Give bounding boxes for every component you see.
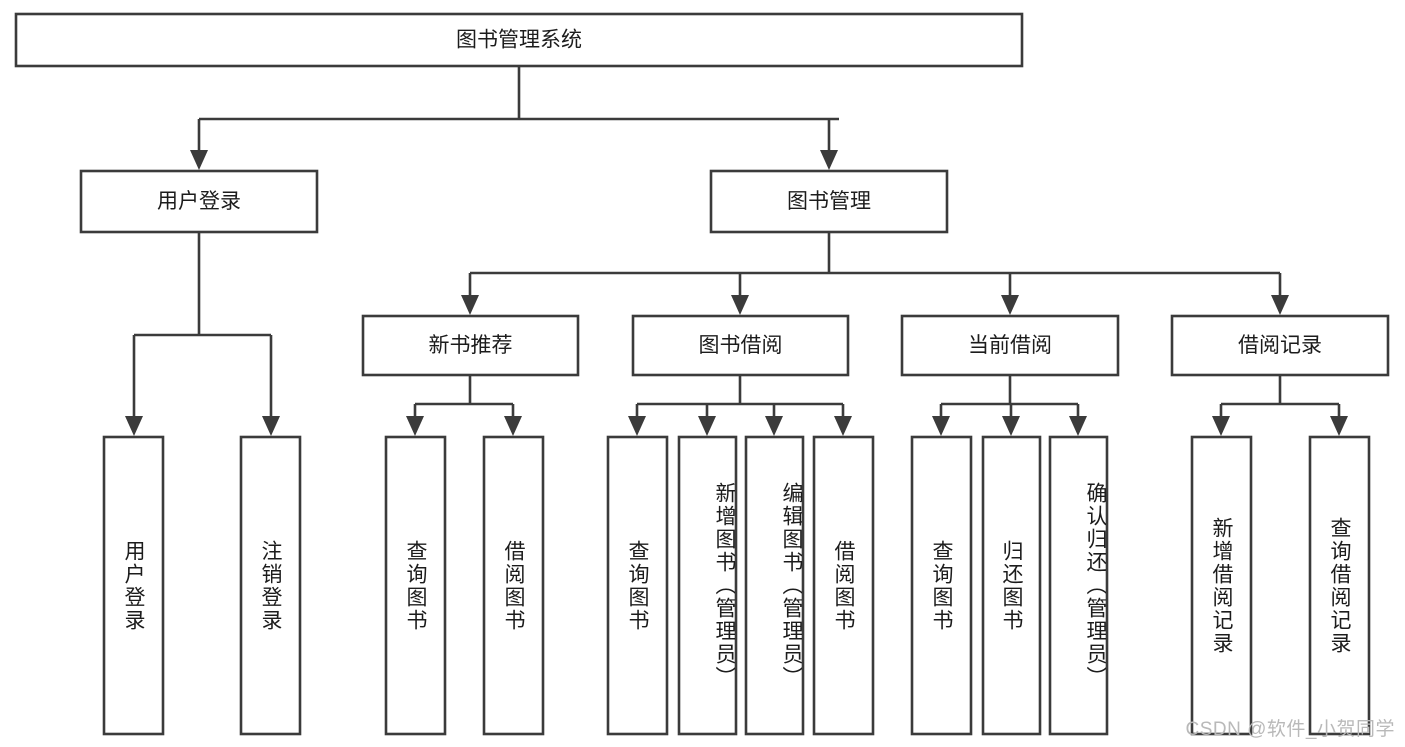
arrow-to-borrow-record (1271, 295, 1289, 315)
node-current-borrow[interactable]: 当前借阅 (900, 314, 1120, 377)
node-box (677, 435, 738, 736)
node-borrow-record[interactable]: 借阅记录 (1170, 314, 1390, 377)
node-root: 图书管理系统 (14, 12, 1024, 68)
arrow-to-book-manage (820, 150, 838, 170)
node-box (900, 314, 1120, 377)
node-box (606, 435, 669, 736)
arrow-rcd-2 (1330, 416, 1348, 436)
node-label: 图书借阅 (699, 334, 783, 357)
arrow-to-leaf-user-logout (262, 416, 280, 436)
node-box (384, 435, 447, 736)
leaf-label-wrap: 归还图书 (1000, 539, 1023, 632)
arrowheads (125, 150, 1348, 436)
arrow-to-new-book-rec (461, 295, 479, 315)
arrow-borrow-2 (698, 416, 716, 436)
node-book-manage[interactable]: 图书管理 (709, 169, 949, 234)
node-label: 当前借阅 (968, 334, 1052, 357)
node-box (482, 435, 545, 736)
leaf-label-wrap: 新增借阅记录 (1210, 516, 1233, 655)
leaf-label-wrap: 查询图书 (626, 539, 649, 632)
node-new-book-rec[interactable]: 新书推荐 (361, 314, 580, 377)
leaf-label: 用户登录 (122, 539, 145, 632)
leaf-label: 新增图书（管理员） (713, 482, 735, 689)
node-box (631, 314, 850, 377)
leaf-node-leaf-borrow-query-book[interactable]: 查询图书 (606, 435, 669, 736)
leaf-label-wrap: 借阅图书 (502, 539, 525, 632)
leaf-label: 新增借阅记录 (1210, 516, 1233, 655)
leaf-node-leaf-add-borrow-record[interactable]: 新增借阅记录 (1190, 435, 1253, 736)
leaf-label-wrap: 新增图书（管理员） (713, 482, 735, 689)
node-box (709, 169, 949, 234)
node-box (812, 435, 875, 736)
leaf-node-leaf-user-login[interactable]: 用户登录 (102, 435, 165, 736)
leaf-node-leaf-user-logout[interactable]: 注销登录 (239, 435, 302, 736)
arrow-rec-1 (406, 416, 424, 436)
leaf-label-wrap: 确认归还（管理员） (1084, 482, 1106, 689)
node-label: 新书推荐 (429, 334, 513, 357)
leaf-node-leaf-borrow-book[interactable]: 借阅图书 (812, 435, 875, 736)
leaf-node-leaf-rec-query-book[interactable]: 查询图书 (384, 435, 447, 736)
node-box (79, 169, 319, 234)
leaf-label: 借阅图书 (502, 539, 525, 632)
node-label: 图书管理 (787, 190, 871, 213)
arrow-to-current-borrow (1001, 295, 1019, 315)
leaf-label-wrap: 查询图书 (930, 539, 953, 632)
leaf-label: 查询借阅记录 (1328, 516, 1351, 655)
arrow-cur-2 (1002, 416, 1020, 436)
leaf-label: 归还图书 (1000, 539, 1023, 632)
arrow-borrow-4 (834, 416, 852, 436)
leaf-node-leaf-query-borrow-record[interactable]: 查询借阅记录 (1308, 435, 1371, 736)
leaf-label: 注销登录 (259, 539, 282, 632)
node-label: 用户登录 (157, 190, 241, 213)
arrow-to-leaf-user-login (125, 416, 143, 436)
leaf-label: 查询图书 (930, 539, 953, 632)
arrow-borrow-1 (628, 416, 646, 436)
arrow-rcd-1 (1212, 416, 1230, 436)
arrow-to-user-login (190, 150, 208, 170)
leaf-label-wrap: 查询图书 (404, 539, 427, 632)
leaf-label: 查询图书 (626, 539, 649, 632)
leaf-label-wrap: 借阅图书 (832, 539, 855, 632)
leaf-label-wrap: 编辑图书（管理员） (780, 482, 802, 689)
leaf-node-leaf-add-book-admin[interactable]: 新增图书（管理员） (677, 435, 738, 736)
diagram-nodes: 图书管理系统用户登录图书管理新书推荐图书借阅当前借阅借阅记录用户登录注销登录查询… (14, 12, 1390, 736)
node-box (1048, 435, 1109, 736)
arrow-cur-3 (1069, 416, 1087, 436)
leaf-node-leaf-confirm-return-admin[interactable]: 确认归还（管理员） (1048, 435, 1109, 736)
arrow-to-book-borrow (731, 295, 749, 315)
leaf-node-leaf-cur-query-book[interactable]: 查询图书 (910, 435, 973, 736)
node-box (910, 435, 973, 736)
leaf-label: 编辑图书（管理员） (780, 482, 802, 689)
node-label: 借阅记录 (1238, 334, 1322, 357)
node-label: 图书管理系统 (456, 29, 582, 52)
arrow-rec-2 (504, 416, 522, 436)
node-box (1170, 314, 1390, 377)
node-box (14, 12, 1024, 68)
arrow-cur-1 (932, 416, 950, 436)
node-box (1308, 435, 1371, 736)
leaf-node-leaf-rec-borrow-book[interactable]: 借阅图书 (482, 435, 545, 736)
node-box (239, 435, 302, 736)
node-user-login[interactable]: 用户登录 (79, 169, 319, 234)
leaf-label-wrap: 用户登录 (122, 539, 145, 632)
leaf-label: 确认归还（管理员） (1084, 482, 1106, 689)
node-box (361, 314, 580, 377)
leaf-label: 借阅图书 (832, 539, 855, 632)
leaf-label-wrap: 查询借阅记录 (1328, 516, 1351, 655)
node-box (744, 435, 805, 736)
leaf-label: 查询图书 (404, 539, 427, 632)
node-box (102, 435, 165, 736)
node-book-borrow[interactable]: 图书借阅 (631, 314, 850, 377)
leaf-node-leaf-edit-book-admin[interactable]: 编辑图书（管理员） (744, 435, 805, 736)
node-box (981, 435, 1042, 736)
arrow-borrow-3 (765, 416, 783, 436)
leaf-label-wrap: 注销登录 (259, 539, 282, 632)
node-box (1190, 435, 1253, 736)
leaf-node-leaf-return-book[interactable]: 归还图书 (981, 435, 1042, 736)
